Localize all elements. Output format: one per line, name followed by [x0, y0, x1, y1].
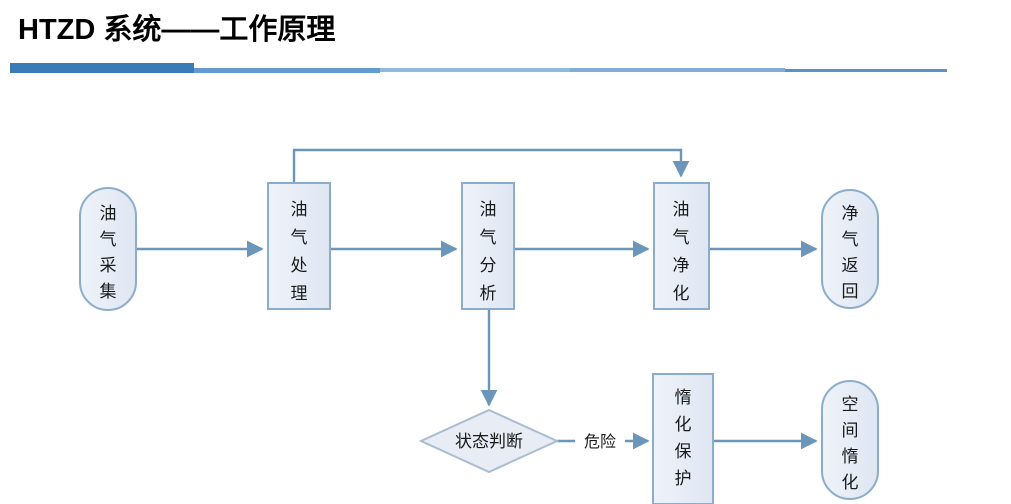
node-analyze-char-3: 析 — [480, 284, 497, 303]
node-purify[interactable]: 油 气 净 化 — [653, 182, 710, 310]
edge-process-to-purify-feedback — [292, 148, 690, 184]
node-analyze[interactable]: 油 气 分 析 — [461, 182, 515, 310]
node-judge-label: 状态判断 — [455, 432, 523, 451]
divider-segment-light2 — [570, 68, 785, 72]
node-analyze-char-0: 油 — [480, 200, 497, 219]
node-collect-char-2: 采 — [100, 256, 117, 275]
node-process-char-2: 处 — [291, 256, 308, 275]
node-space-char-1: 间 — [842, 421, 859, 440]
node-process-char-3: 理 — [291, 284, 308, 303]
divider-segment-thick — [10, 63, 194, 73]
divider-segment-mid — [194, 68, 380, 73]
node-process-char-0: 油 — [291, 200, 308, 219]
node-process-char-1: 气 — [291, 228, 308, 247]
node-inerting-char-1: 化 — [675, 415, 692, 434]
node-purify-char-2: 净 — [673, 256, 690, 275]
node-return[interactable]: 净 气 返 回 — [821, 189, 879, 309]
node-return-char-3: 回 — [842, 282, 859, 301]
node-return-char-0: 净 — [842, 204, 859, 223]
node-space-char-0: 空 — [842, 395, 859, 414]
node-return-char-2: 返 — [842, 256, 859, 275]
node-process[interactable]: 油 气 处 理 — [267, 182, 331, 310]
divider-segment-light1 — [380, 68, 570, 72]
node-return-char-1: 气 — [842, 230, 859, 249]
node-space-char-2: 惰 — [842, 447, 859, 466]
node-collect-char-0: 油 — [100, 204, 117, 223]
node-purify-char-0: 油 — [673, 200, 690, 219]
node-inerting-char-3: 护 — [675, 469, 692, 488]
node-inerting[interactable]: 惰 化 保 护 — [652, 373, 714, 504]
node-inerting-char-0: 惰 — [675, 388, 692, 407]
edge-label-danger: 危险 — [584, 433, 616, 451]
node-inerting-char-2: 保 — [675, 442, 692, 461]
node-analyze-char-1: 气 — [480, 228, 497, 247]
node-judge[interactable]: 状态判断 — [418, 408, 560, 474]
node-space[interactable]: 空 间 惰 化 — [821, 380, 879, 500]
page-title: HTZD 系统——工作原理 — [18, 14, 336, 46]
node-purify-char-3: 化 — [673, 284, 690, 303]
node-space-char-3: 化 — [842, 473, 859, 492]
node-analyze-char-2: 分 — [480, 256, 497, 275]
node-collect-char-1: 气 — [100, 230, 117, 249]
node-collect-char-3: 集 — [100, 282, 117, 301]
node-collect[interactable]: 油 气 采 集 — [79, 187, 137, 311]
divider-segment-light3 — [785, 69, 947, 72]
node-purify-char-1: 气 — [673, 228, 690, 247]
